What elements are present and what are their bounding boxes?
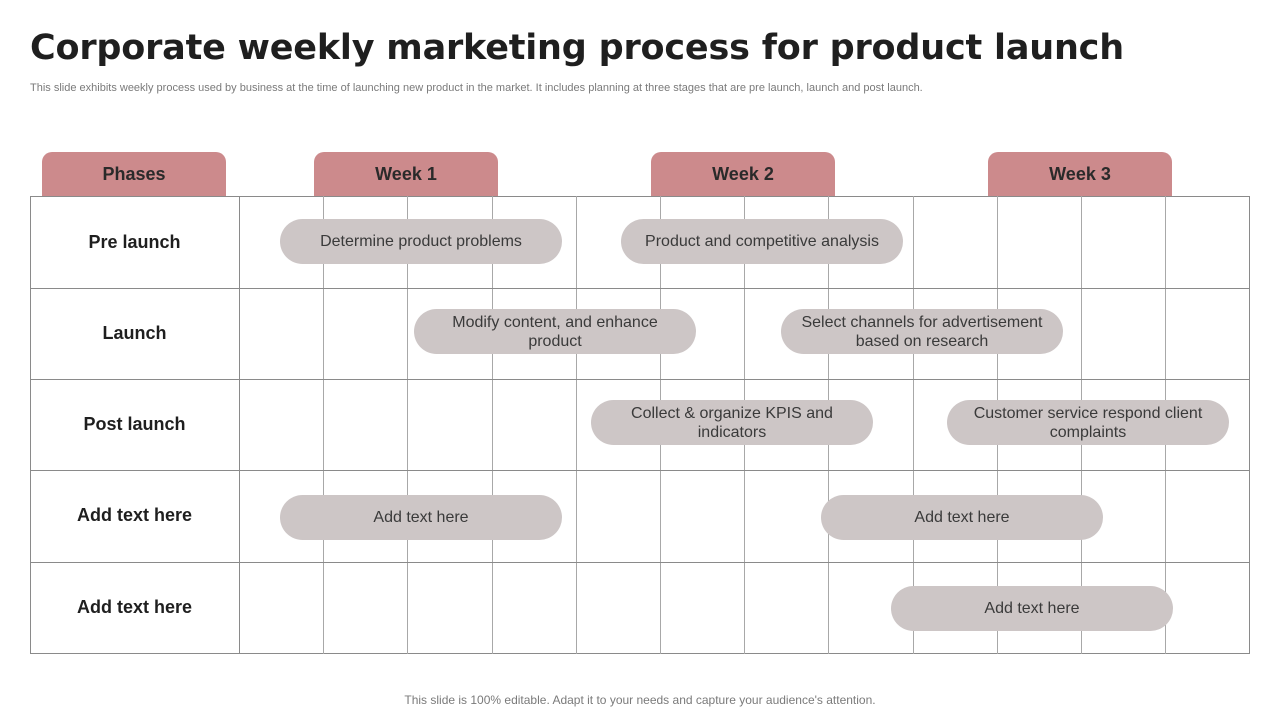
phase-label-launch: Launch	[102, 323, 167, 343]
phase-label-extra-2: Add text here	[76, 597, 193, 617]
header-week-3: Week 3	[988, 152, 1172, 196]
header-phases: Phases	[42, 152, 226, 196]
grid-vline	[913, 196, 914, 654]
task-pill-collect-kpis: Collect & organize KPIS and indicators	[591, 400, 873, 445]
footer-note: This slide is 100% editable. Adapt it to…	[404, 693, 876, 707]
schedule-grid	[30, 196, 1250, 654]
phase-label-pre-launch: Pre launch	[88, 232, 181, 252]
page-subtitle: This slide exhibits weekly process used …	[30, 82, 923, 94]
task-pill-modify-content: Modify content, and enhance product	[414, 309, 696, 354]
page-title: Corporate weekly marketing process for p…	[30, 28, 1124, 68]
grid-vline	[576, 196, 577, 654]
grid-vline	[323, 196, 324, 654]
grid-vline	[492, 196, 493, 654]
phase-label-extra-1: Add text here	[76, 505, 193, 525]
header-week-1: Week 1	[314, 152, 498, 196]
task-pill-competitive-analysis: Product and competitive analysis	[621, 219, 903, 264]
header-week-2: Week 2	[651, 152, 835, 196]
task-pill-determine-problems: Determine product problems	[280, 219, 562, 264]
task-pill-placeholder: Add text here	[821, 495, 1103, 540]
task-pill-placeholder: Add text here	[891, 586, 1173, 631]
grid-hline	[30, 470, 1250, 471]
phase-label-post-launch: Post launch	[83, 414, 186, 434]
task-pill-customer-service: Customer service respond client complain…	[947, 400, 1229, 445]
grid-hline	[30, 288, 1250, 289]
task-pill-select-channels: Select channels for advertisement based …	[781, 309, 1063, 354]
grid-hline	[30, 379, 1250, 380]
grid-vline	[407, 196, 408, 654]
grid-divider-phases	[239, 196, 240, 654]
grid-hline	[30, 562, 1250, 563]
task-pill-placeholder: Add text here	[280, 495, 562, 540]
